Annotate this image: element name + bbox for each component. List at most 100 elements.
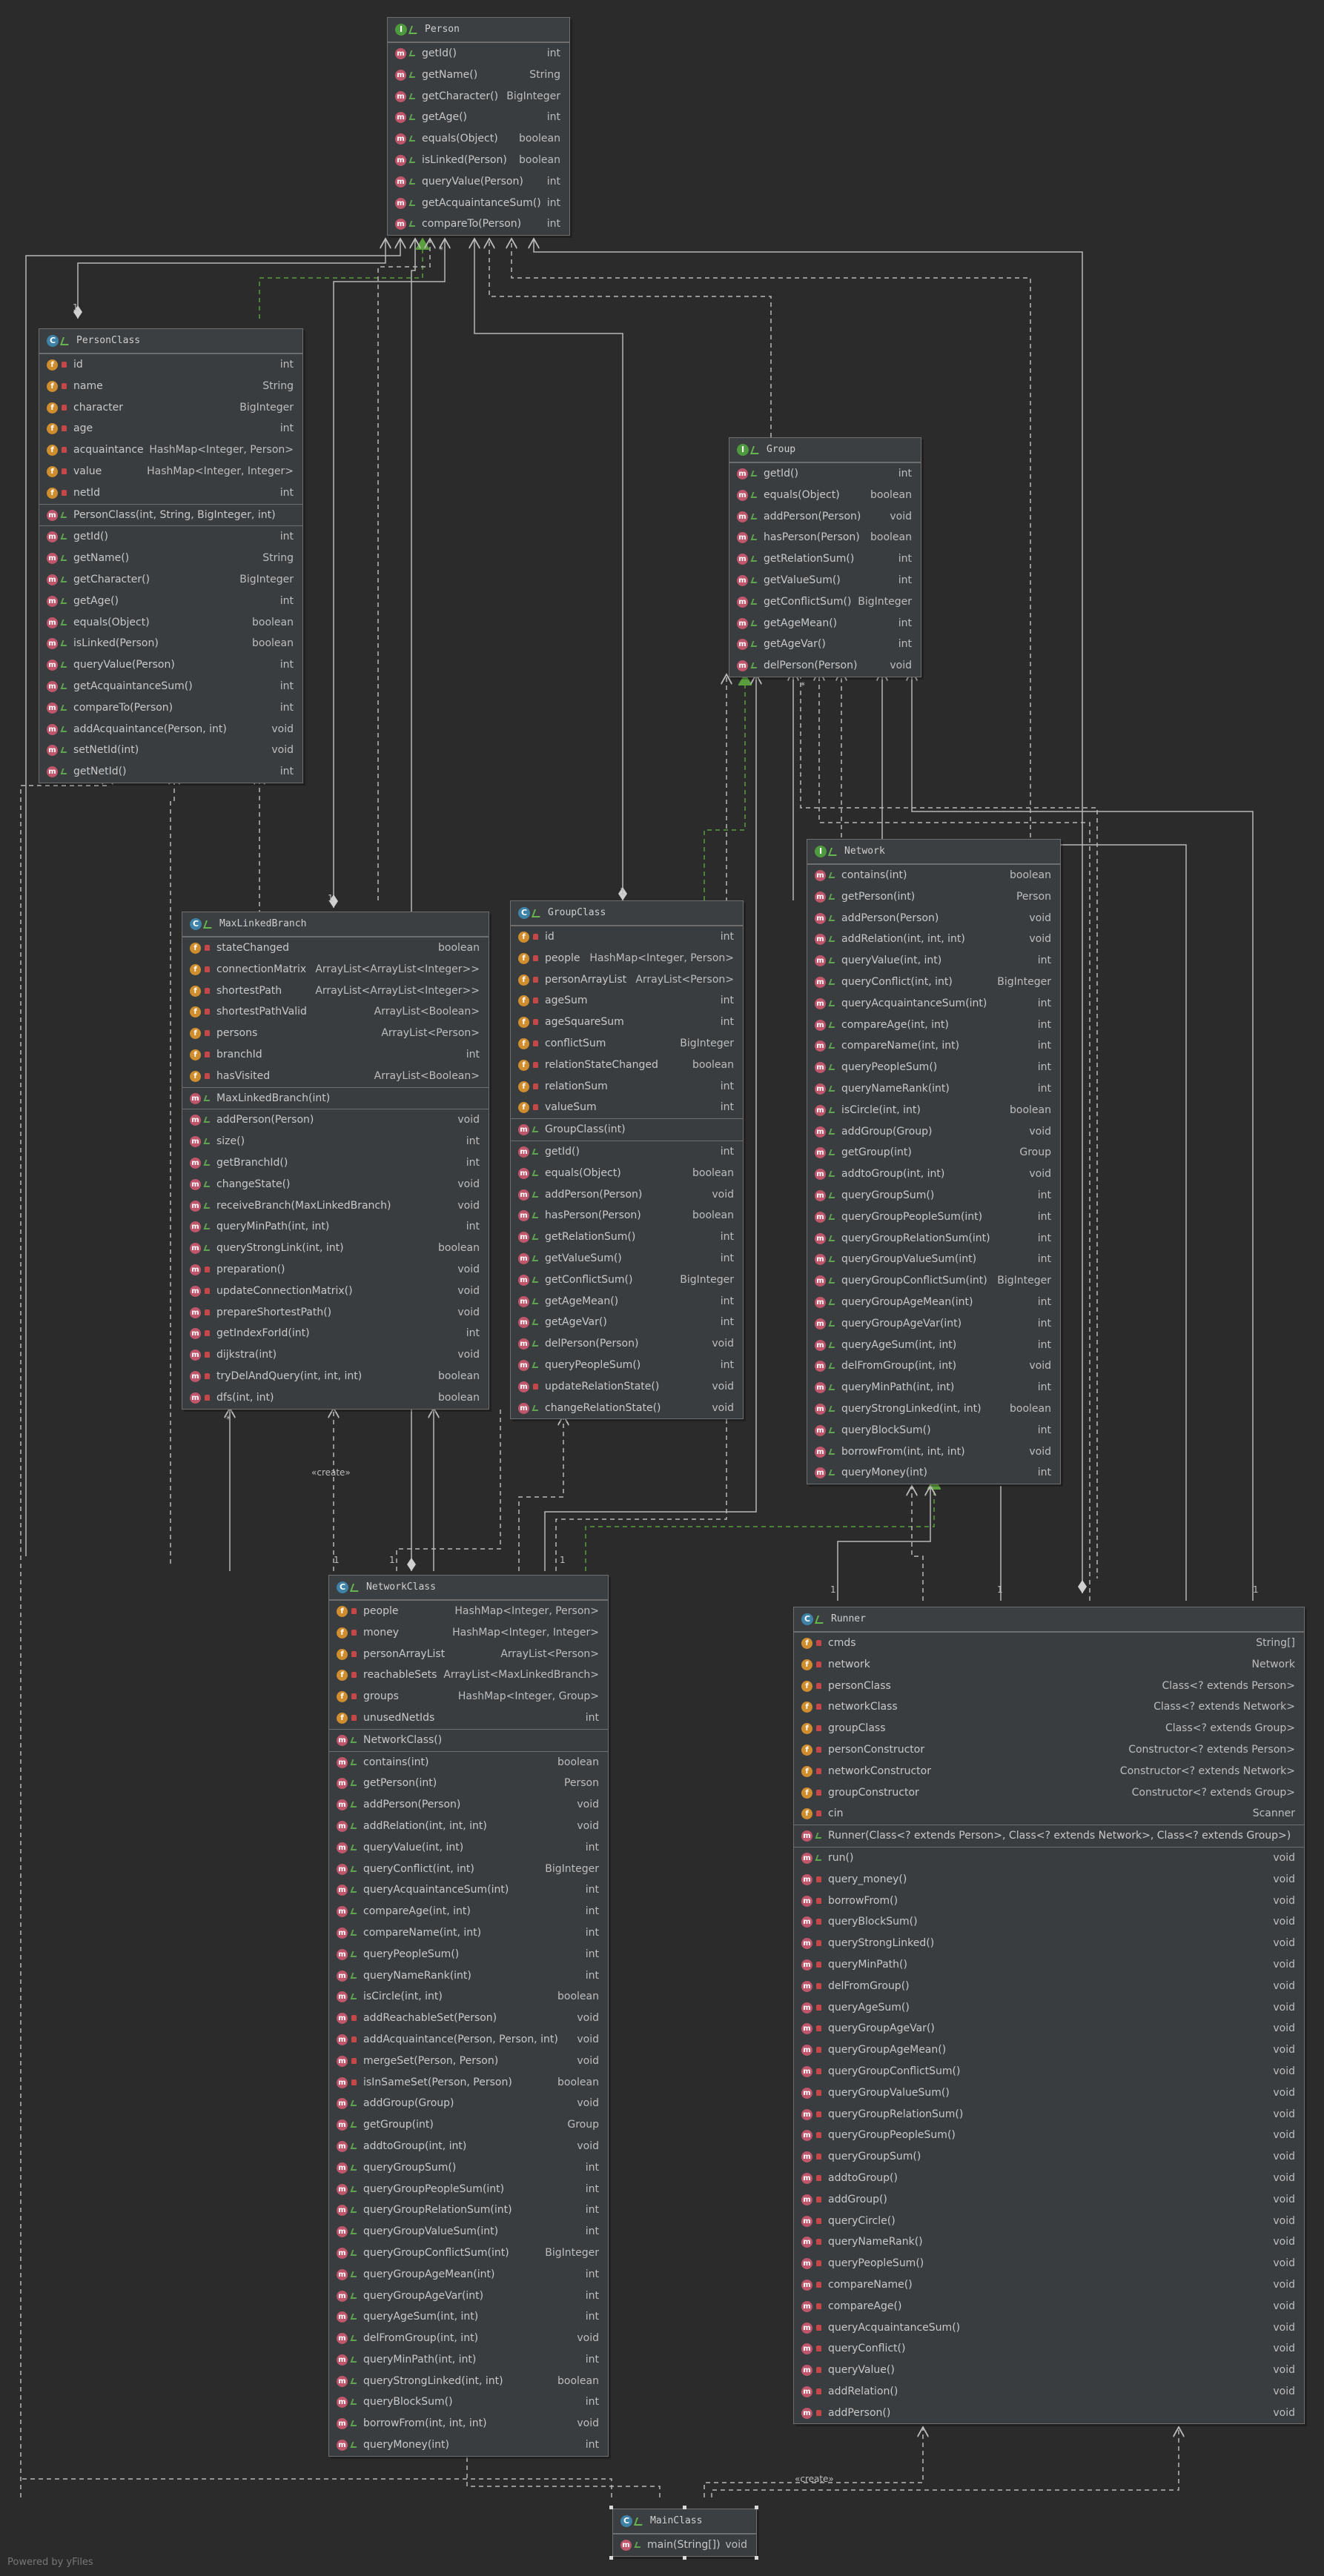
field-row[interactable]: fpersonArrayListArrayList<Person>	[329, 1644, 608, 1665]
field-row[interactable]: fgroupsHashMap<Integer, Group>	[329, 1686, 608, 1707]
method-row[interactable]: mdelFromGroup(int, int)void	[807, 1355, 1060, 1377]
method-row[interactable]: mgetValueSum()int	[729, 570, 921, 591]
method-row[interactable]: mqueryGroupConflictSum(int)BigInteger	[807, 1270, 1060, 1292]
method-row[interactable]: misLinked(Person)boolean	[39, 633, 302, 654]
method-row[interactable]: mgetAgeMean()int	[729, 613, 921, 634]
field-row[interactable]: fcmdsString[]	[794, 1633, 1304, 1654]
field-row[interactable]: fstateChangedboolean	[182, 937, 489, 959]
method-row[interactable]: maddPerson(Person)void	[729, 506, 921, 528]
method-row[interactable]: mqueryValue(int, int)int	[807, 950, 1060, 972]
field-row[interactable]: fconflictSumBigInteger	[511, 1033, 743, 1055]
method-row[interactable]: mequals(Object)boolean	[511, 1163, 743, 1184]
method-row[interactable]: maddAcquaintance(Person, int)void	[39, 719, 302, 740]
method-row[interactable]: mqueryBlockSum()void	[794, 1911, 1304, 1933]
method-row[interactable]: maddtoGroup()void	[794, 2168, 1304, 2189]
method-row[interactable]: mgetId()int	[388, 43, 569, 64]
method-row[interactable]: mqueryNameRank(int)int	[807, 1078, 1060, 1100]
class-header[interactable]: CGroupClass	[511, 901, 743, 926]
method-row[interactable]: mqueryNameRank()void	[794, 2231, 1304, 2253]
field-row[interactable]: fageSquareSumint	[511, 1012, 743, 1033]
field-row[interactable]: fvalueSumint	[511, 1097, 743, 1118]
method-row[interactable]: mgetCharacter()BigInteger	[39, 569, 302, 591]
method-row[interactable]: mqueryGroupRelationSum(int)int	[807, 1228, 1060, 1249]
method-row[interactable]: mborrowFrom(int, int, int)void	[807, 1441, 1060, 1463]
method-row[interactable]: mqueryStrongLink(int, int)boolean	[182, 1238, 489, 1259]
method-row[interactable]: mqueryGroupPeopleSum(int)int	[807, 1206, 1060, 1228]
method-row[interactable]: mqueryPeopleSum()int	[511, 1355, 743, 1376]
field-row[interactable]: fbranchIdint	[182, 1044, 489, 1066]
method-row[interactable]: mqueryAcquaintanceSum(int)int	[807, 993, 1060, 1015]
method-row[interactable]: mqueryPeopleSum()int	[329, 1944, 608, 1965]
method-row[interactable]: mgetId()int	[511, 1141, 743, 1163]
method-row[interactable]: mhasPerson(Person)boolean	[729, 527, 921, 548]
field-row[interactable]: fnetIdint	[39, 482, 302, 504]
method-row[interactable]: mchangeState()void	[182, 1174, 489, 1195]
method-row[interactable]: mqueryGroupRelationSum(int)int	[329, 2200, 608, 2221]
method-row[interactable]: mdelPerson(Person)void	[729, 655, 921, 677]
method-row[interactable]: maddtoGroup(int, int)void	[807, 1163, 1060, 1185]
method-row[interactable]: mqueryAgeSum()void	[794, 1997, 1304, 2019]
field-row[interactable]: fnetworkNetwork	[794, 1654, 1304, 1676]
interface-group[interactable]: IGroupmgetId()intmequals(Object)booleanm…	[729, 437, 921, 677]
method-row[interactable]: mgetAgeVar()int	[729, 634, 921, 655]
method-row[interactable]: maddPerson(Person)void	[807, 908, 1060, 929]
field-row[interactable]: fmoneyHashMap<Integer, Integer>	[329, 1622, 608, 1644]
field-row[interactable]: fcinScanner	[794, 1803, 1304, 1825]
method-row[interactable]: mcompareAge(int, int)int	[807, 1015, 1060, 1036]
field-row[interactable]: fpersonsArrayList<Person>	[182, 1023, 489, 1044]
method-row[interactable]: mqueryAcquaintanceSum()void	[794, 2317, 1304, 2339]
class-group-class[interactable]: CGroupClassfidintfpeopleHashMap<Integer,…	[510, 900, 744, 1420]
method-row[interactable]: maddAcquaintance(Person, Person, int)voi…	[329, 2029, 608, 2051]
field-row[interactable]: fpersonConstructorConstructor<? extends …	[794, 1739, 1304, 1761]
method-row[interactable]: mdelFromGroup()void	[794, 1976, 1304, 1997]
method-row[interactable]: mborrowFrom()void	[794, 1890, 1304, 1912]
field-row[interactable]: fgroupClassClass<? extends Group>	[794, 1718, 1304, 1739]
method-row[interactable]: mgetAge()int	[39, 591, 302, 612]
class-person-class[interactable]: CPersonClassfidintfnameStringfcharacterB…	[39, 328, 303, 783]
method-row[interactable]: mqueryGroupSum()int	[329, 2157, 608, 2179]
method-row[interactable]: mqueryMoney(int)int	[807, 1462, 1060, 1484]
method-row[interactable]: mqueryGroupSum()void	[794, 2146, 1304, 2168]
method-row[interactable]: mqueryCircle()void	[794, 2211, 1304, 2232]
method-row[interactable]: mgetBranchId()int	[182, 1152, 489, 1174]
method-row[interactable]: mgetConflictSum()BigInteger	[511, 1269, 743, 1291]
method-row[interactable]: mqueryGroupSum()int	[807, 1185, 1060, 1206]
method-row[interactable]: mqueryBlockSum()int	[329, 2391, 608, 2413]
method-row[interactable]: mqueryGroupConflictSum()void	[794, 2061, 1304, 2082]
field-row[interactable]: fnetworkClassClass<? extends Network>	[794, 1696, 1304, 1718]
method-row[interactable]: mcompareTo(Person)int	[388, 213, 569, 235]
method-row[interactable]: mqueryAcquaintanceSum(int)int	[329, 1879, 608, 1901]
field-row[interactable]: fcharacterBigInteger	[39, 397, 302, 419]
field-row[interactable]: fidint	[511, 926, 743, 948]
method-row[interactable]: mupdateRelationState()void	[511, 1376, 743, 1398]
method-row[interactable]: mchangeRelationState()void	[511, 1398, 743, 1419]
method-row[interactable]: mquery_money()void	[794, 1869, 1304, 1890]
method-row[interactable]: mupdateConnectionMatrix()void	[182, 1281, 489, 1302]
method-row[interactable]: maddRelation(int, int, int)void	[329, 1816, 608, 1837]
method-row[interactable]: mpreparation()void	[182, 1259, 489, 1281]
method-row[interactable]: mqueryStrongLinked(int, int)boolean	[329, 2371, 608, 2392]
method-row[interactable]: mqueryMinPath(int, int)int	[807, 1377, 1060, 1398]
field-row[interactable]: fageSumint	[511, 990, 743, 1012]
method-row[interactable]: mqueryGroupValueSum(int)int	[329, 2221, 608, 2243]
method-row[interactable]: mgetId()int	[39, 526, 302, 548]
method-row[interactable]: mqueryConflict(int, int)BigInteger	[807, 972, 1060, 993]
method-row[interactable]: maddtoGroup(int, int)void	[329, 2136, 608, 2157]
method-row[interactable]: mqueryPeopleSum()int	[807, 1057, 1060, 1078]
method-row[interactable]: mqueryMinPath(int, int)int	[329, 2349, 608, 2371]
method-row[interactable]: mqueryMinPath(int, int)int	[182, 1216, 489, 1238]
method-row[interactable]: mqueryValue(Person)int	[388, 171, 569, 193]
method-row[interactable]: mgetName()String	[388, 64, 569, 86]
method-row[interactable]: mqueryPeopleSum()void	[794, 2253, 1304, 2274]
method-row[interactable]: mqueryGroupAgeMean(int)int	[807, 1292, 1060, 1313]
method-row[interactable]: mqueryStrongLinked()void	[794, 1933, 1304, 1954]
class-header[interactable]: INetwork	[807, 840, 1060, 864]
method-row[interactable]: mtryDelAndQuery(int, int, int)boolean	[182, 1366, 489, 1387]
method-row[interactable]: mequals(Object)boolean	[39, 612, 302, 634]
method-row[interactable]: mequals(Object)boolean	[729, 485, 921, 506]
method-row[interactable]: mgetGroup(int)Group	[807, 1142, 1060, 1163]
method-row[interactable]: mPersonClass(int, String, BigInteger, in…	[39, 505, 302, 526]
field-row[interactable]: frelationStateChangedboolean	[511, 1055, 743, 1076]
method-row[interactable]: mgetName()String	[39, 548, 302, 569]
method-row[interactable]: maddGroup(Group)void	[329, 2093, 608, 2114]
